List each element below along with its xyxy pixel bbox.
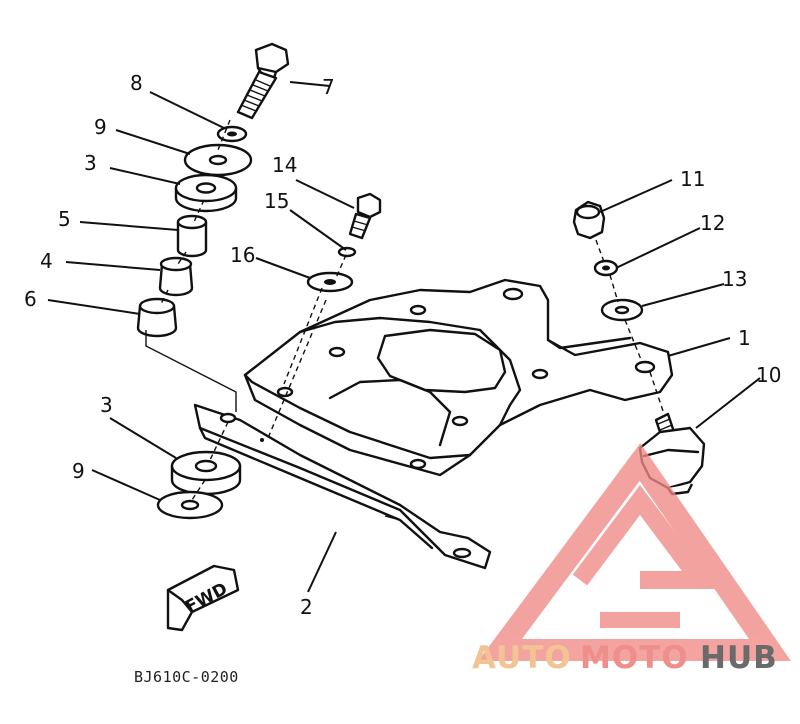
callout-10: 10 [756, 363, 781, 387]
callout-3-lower: 3 [100, 393, 113, 417]
callout-8: 8 [130, 71, 143, 95]
leader-lines [47, 81, 761, 593]
part-4-collar [158, 256, 194, 297]
part-6-collar [136, 297, 178, 338]
drawing-code: BJ610C-0200 [134, 668, 239, 686]
callout-13: 13 [722, 267, 747, 291]
callout-14: 14 [272, 153, 297, 177]
part-11-nut [572, 200, 606, 240]
brand-text-hub: HUB [700, 640, 778, 676]
part-13-washer [600, 298, 644, 322]
part-16-washer [306, 271, 354, 293]
automotohub-logo-icon [478, 443, 791, 661]
part-5-collar [176, 214, 208, 258]
assembly-center-lines [145, 119, 665, 501]
callout-3-upper: 3 [84, 151, 97, 175]
callout-1: 1 [738, 326, 751, 350]
callout-15: 15 [264, 189, 289, 213]
callout-5: 5 [58, 207, 71, 231]
callout-6: 6 [24, 287, 37, 311]
callout-9-upper: 9 [94, 115, 107, 139]
part-7-bolt [236, 42, 290, 120]
callout-4: 4 [40, 249, 53, 273]
callout-16: 16 [230, 243, 255, 267]
part-3-rubber-mount-lower [170, 450, 242, 496]
callout-7: 7 [322, 75, 335, 99]
part-8-lock-washer [216, 125, 248, 143]
part-14-bolt [348, 192, 382, 240]
brand-text-moto: MOTO [580, 640, 689, 676]
part-9-washer-lower [156, 490, 224, 520]
part-3-rubber-mount-upper [174, 173, 238, 213]
brand-text-auto: AUTO [472, 640, 572, 676]
part-12-lock-washer [593, 259, 619, 277]
callout-9-lower: 9 [72, 459, 85, 483]
fwd-arrow-icon: FWD [166, 564, 240, 632]
part-1-bracket-plate [243, 278, 674, 477]
callout-2: 2 [300, 595, 313, 619]
callout-labels: 1 2 3 3 4 5 6 7 8 9 9 10 11 12 13 14 15 … [24, 71, 781, 619]
callout-12: 12 [700, 211, 725, 235]
part-15-small-washer [337, 246, 357, 258]
callout-11: 11 [680, 167, 705, 191]
